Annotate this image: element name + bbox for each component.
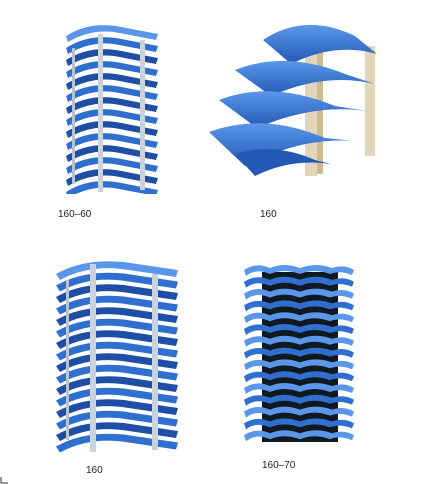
louver-blade (56, 307, 178, 326)
caption-product-3: 160 (86, 465, 103, 476)
caption-product-2: 160 (260, 209, 277, 220)
louver-blade (244, 276, 354, 288)
louver-blade (66, 169, 158, 186)
louver-blade (56, 364, 178, 384)
louver-blade (244, 359, 354, 371)
louver-blade (244, 383, 354, 394)
louver-blade (66, 85, 158, 102)
product-image-160-70 (240, 256, 360, 446)
product-image-160-a (205, 14, 395, 184)
caption-product-1: 160–60 (58, 209, 92, 220)
louver-blade (56, 261, 178, 280)
louver-blade (66, 37, 158, 54)
louver-blade (56, 284, 178, 303)
louver-blade (66, 157, 158, 174)
louver-blade (56, 272, 178, 292)
louver-blade (66, 109, 158, 126)
louver-darkfill-illustration (244, 265, 354, 442)
louver-blade (56, 295, 178, 315)
louver-blade (66, 181, 158, 194)
louver-blade (56, 387, 178, 407)
louver-blade (66, 121, 158, 138)
louver-blade (244, 430, 354, 442)
louver-blade (244, 347, 354, 359)
louver-wide-illustration (209, 24, 377, 176)
louver-blade (56, 353, 178, 372)
louver-blade (244, 394, 354, 406)
louver-blade (244, 406, 354, 418)
product-image-160-b (48, 254, 188, 454)
louver-blade (56, 341, 178, 361)
louver-blade (244, 335, 354, 347)
louver-blade (56, 399, 178, 418)
louver-blade (56, 376, 178, 395)
corner-mark (0, 477, 8, 484)
louver-stack-illustration (66, 25, 158, 194)
caption-product-4: 160–70 (262, 460, 296, 471)
louver-blade (66, 97, 158, 114)
louver-blade (244, 288, 354, 300)
louver-blade (66, 133, 158, 150)
louver-blade (56, 410, 178, 430)
louver-blade (66, 145, 158, 162)
louver-blade (244, 418, 354, 430)
louver-blade (244, 300, 354, 312)
louver-blade (56, 330, 178, 349)
louver-blade (56, 433, 178, 453)
louver-blade (66, 49, 158, 66)
louver-blade (56, 318, 178, 338)
louver-blade (244, 371, 354, 383)
louver-blade (66, 25, 158, 42)
louver-blade (66, 73, 158, 90)
louver-dense-illustration (56, 261, 178, 453)
louver-blade (66, 61, 158, 78)
louver-blade (244, 265, 354, 276)
product-image-160-60 (58, 14, 168, 194)
louver-blade (244, 324, 354, 335)
louver-blade (244, 312, 354, 324)
louver-blade (56, 422, 178, 441)
